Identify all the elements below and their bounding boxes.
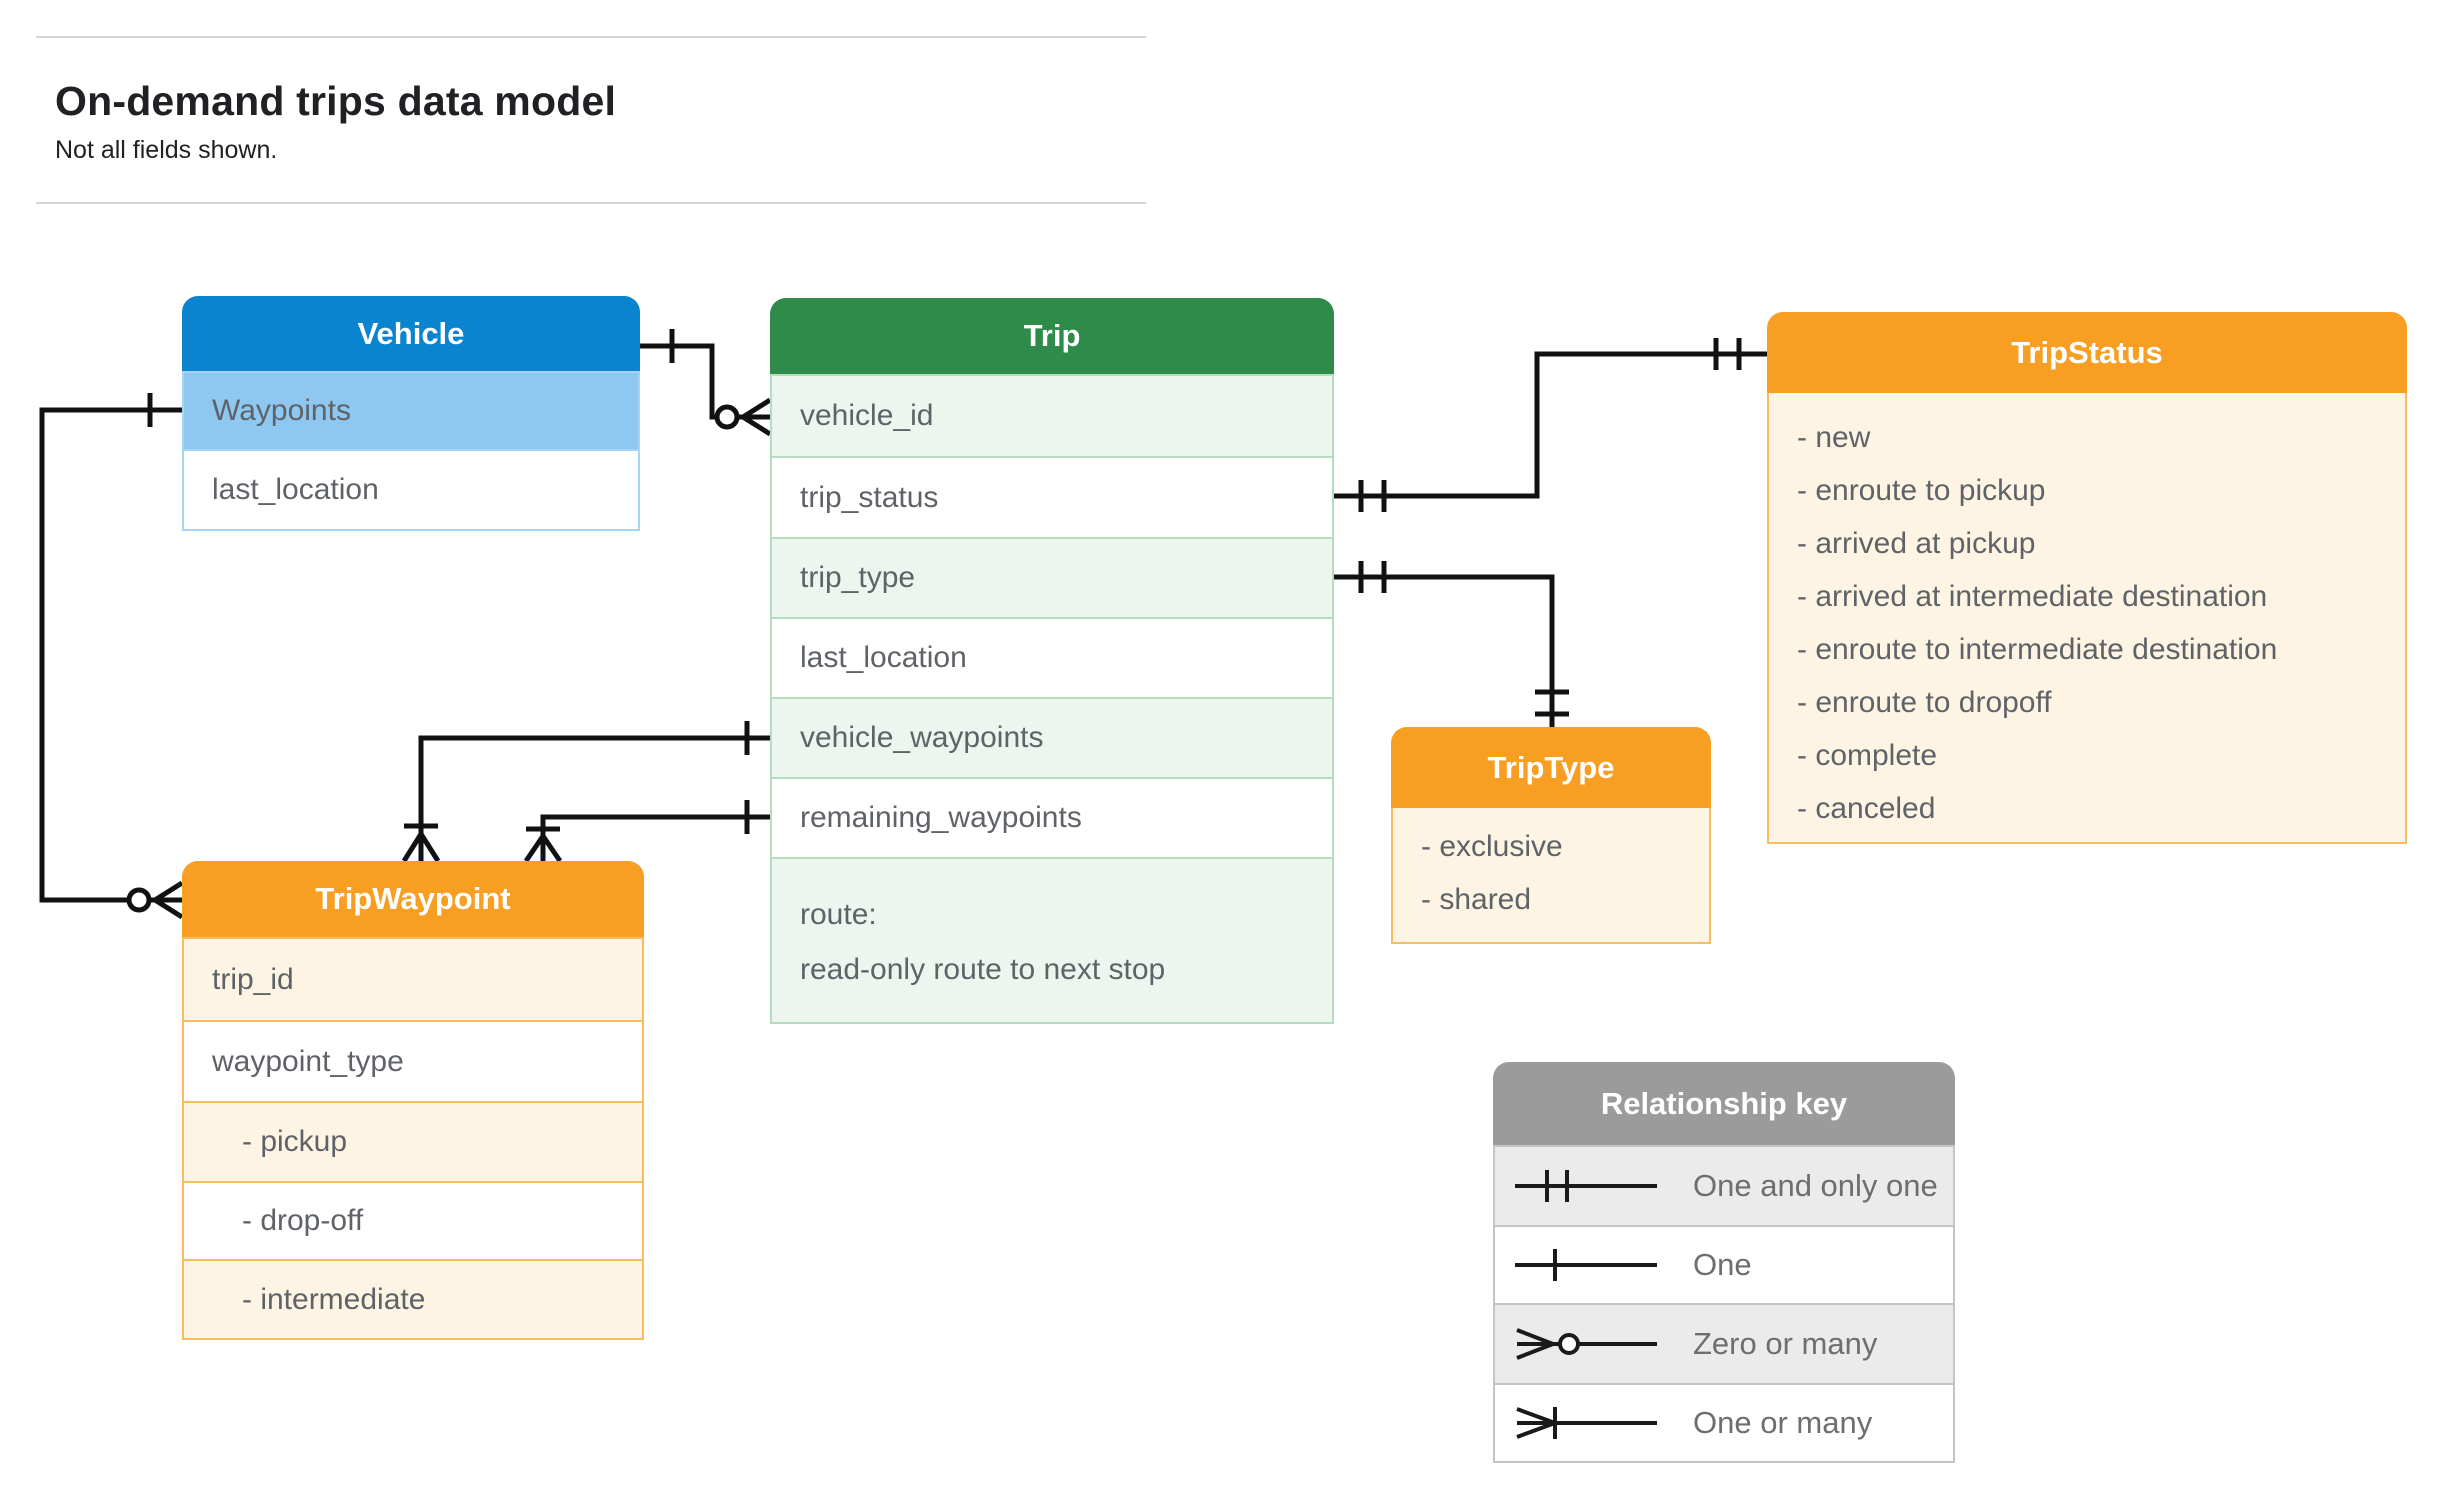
tripstatus-value: - arrived at intermediate destination xyxy=(1797,580,2268,613)
trip-field-trip-type: trip_type xyxy=(772,537,1332,617)
entity-trip-header: Trip xyxy=(770,298,1334,374)
trip-field-remaining-waypoints: remaining_waypoints xyxy=(772,777,1332,857)
entity-triptype-body: - exclusive - shared xyxy=(1391,808,1711,944)
header-bottom-divider xyxy=(36,202,1146,204)
tripstatus-value: - enroute to pickup xyxy=(1797,474,2046,507)
tripstatus-value: - new xyxy=(1797,421,1871,454)
entity-triptype-header: TripType xyxy=(1391,727,1711,808)
page-title: On-demand trips data model xyxy=(55,78,617,124)
one-and-only-one-icon xyxy=(1515,1170,1657,1202)
legend-row-one-or-many: One or many xyxy=(1495,1383,1953,1461)
legend: Relationship key One and only one One xyxy=(1493,1062,1955,1463)
triptype-value: - exclusive xyxy=(1421,830,1563,863)
one-icon xyxy=(1515,1249,1657,1281)
top-divider xyxy=(36,36,1146,38)
legend-header: Relationship key xyxy=(1493,1062,1955,1145)
trip-field-trip-status: trip_status xyxy=(772,456,1332,537)
trip-field-last-location: last_location xyxy=(772,617,1332,697)
entity-tripwaypoint-body: trip_id waypoint_type - pickup - drop-of… xyxy=(182,937,644,1340)
tripstatus-value: - enroute to dropoff xyxy=(1797,686,2052,719)
one-or-many-icon xyxy=(1516,1407,1657,1439)
entity-trip: Trip vehicle_id trip_status trip_type la… xyxy=(770,298,1334,1024)
tripstatus-value: - canceled xyxy=(1797,792,1936,825)
trip-route-label: route: xyxy=(800,898,877,931)
vehicle-field-last-location: last_location xyxy=(184,449,638,529)
connector-trip-vehicle-waypoints-to-tripwaypoint xyxy=(401,721,770,863)
entity-vehicle: Vehicle Waypoints last_location xyxy=(182,296,640,531)
tripstatus-value-list: - new - enroute to pickup - arrived at p… xyxy=(1769,393,2405,842)
connector-trip-remaining-waypoints-to-tripwaypoint xyxy=(523,800,770,863)
entity-trip-body: vehicle_id trip_status trip_type last_lo… xyxy=(770,374,1334,1024)
connector-trip-type-to-triptype xyxy=(1334,561,1569,727)
entity-tripstatus-body: - new - enroute to pickup - arrived at p… xyxy=(1767,393,2407,844)
tripstatus-value: - enroute to intermediate destination xyxy=(1797,633,2278,666)
entity-tripstatus: TripStatus - new - enroute to pickup - a… xyxy=(1767,312,2407,844)
entity-tripstatus-header: TripStatus xyxy=(1767,312,2407,393)
vehicle-field-waypoints: Waypoints xyxy=(184,371,638,449)
trip-route-description: read-only route to next stop xyxy=(800,953,1166,986)
triptype-value-list: - exclusive - shared xyxy=(1393,808,1709,942)
connector-vehicle-waypoints-to-tripwaypoint xyxy=(39,393,184,920)
entity-triptype: TripType - exclusive - shared xyxy=(1391,727,1711,944)
legend-row-one: One xyxy=(1495,1225,1953,1303)
tripwaypoint-field-waypoint-type: waypoint_type xyxy=(184,1020,642,1101)
entity-vehicle-header: Vehicle xyxy=(182,296,640,371)
connector-vehicle-to-trip-vehicle-id xyxy=(640,329,772,437)
connector-trip-status-to-tripstatus xyxy=(1334,338,1767,512)
tripwaypoint-value-pickup: - pickup xyxy=(184,1101,642,1181)
page-subtitle: Not all fields shown. xyxy=(55,136,278,164)
legend-row-zero-or-many: Zero or many xyxy=(1495,1303,1953,1383)
entity-vehicle-body: Waypoints last_location xyxy=(182,371,640,531)
trip-field-vehicle-id: vehicle_id xyxy=(772,374,1332,456)
legend-label: One or many xyxy=(1693,1405,1873,1440)
tripwaypoint-value-intermediate: - intermediate xyxy=(184,1259,642,1338)
trip-field-vehicle-waypoints: vehicle_waypoints xyxy=(772,697,1332,777)
triptype-value: - shared xyxy=(1421,883,1532,916)
zero-or-many-icon xyxy=(1516,1328,1657,1360)
tripwaypoint-field-trip-id: trip_id xyxy=(184,937,642,1020)
entity-tripwaypoint-header: TripWaypoint xyxy=(182,861,644,937)
legend-label: Zero or many xyxy=(1693,1326,1878,1361)
legend-label: One and only one xyxy=(1693,1168,1938,1203)
legend-row-one-and-only-one: One and only one xyxy=(1495,1145,1953,1225)
tripstatus-value: - arrived at pickup xyxy=(1797,527,2036,560)
tripstatus-value: - complete xyxy=(1797,739,1938,772)
entity-tripwaypoint: TripWaypoint trip_id waypoint_type - pic… xyxy=(182,861,644,1340)
trip-field-route: route: read-only route to next stop xyxy=(772,857,1332,1022)
legend-label: One xyxy=(1693,1247,1752,1282)
legend-body: One and only one One Zero or many xyxy=(1493,1145,1955,1463)
tripwaypoint-value-drop-off: - drop-off xyxy=(184,1181,642,1259)
